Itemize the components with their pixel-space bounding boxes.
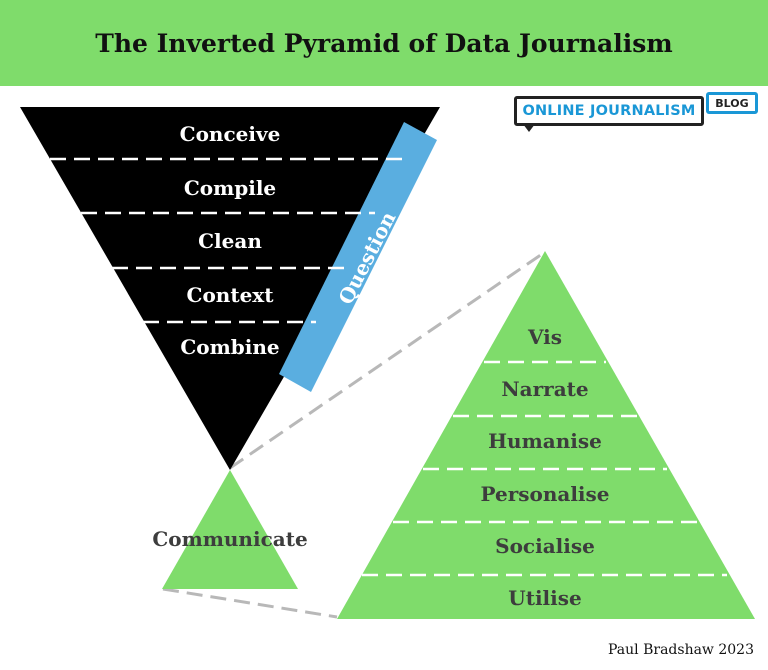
stage-compile: Compile [184,176,276,200]
online-journalism-blog-logo: ONLINE JOURNALISM BLOG [514,92,758,134]
connector-top [229,250,546,470]
logo-main-text: ONLINE JOURNALISM [514,96,704,132]
stage-personalise: Personalise [480,482,609,506]
title-banner: The Inverted Pyramid of Data Journalism [0,0,768,86]
question-bar [279,122,437,392]
page-title: The Inverted Pyramid of Data Journalism [95,28,673,58]
stage-vis: Vis [527,325,562,349]
stage-narrate: Narrate [501,377,588,401]
expanded-dividers [362,360,727,577]
inverted-pyramid [20,107,440,470]
stage-clean: Clean [198,229,262,253]
stage-humanise: Humanise [488,429,602,453]
inverted-dividers [50,157,405,324]
logo-blog-tag: BLOG [706,92,758,114]
credit-text: Paul Bradshaw 2023 [608,642,754,658]
communicate-pyramid [162,470,298,589]
communicate-expanded-pyramid [337,251,755,619]
connector-bottom [162,587,338,619]
stage-utilise: Utilise [508,586,581,610]
stage-socialise: Socialise [495,534,595,558]
stage-context: Context [187,283,275,307]
stage-conceive: Conceive [180,122,281,146]
communicate-label: Communicate [152,527,307,551]
stage-combine: Combine [180,335,279,359]
